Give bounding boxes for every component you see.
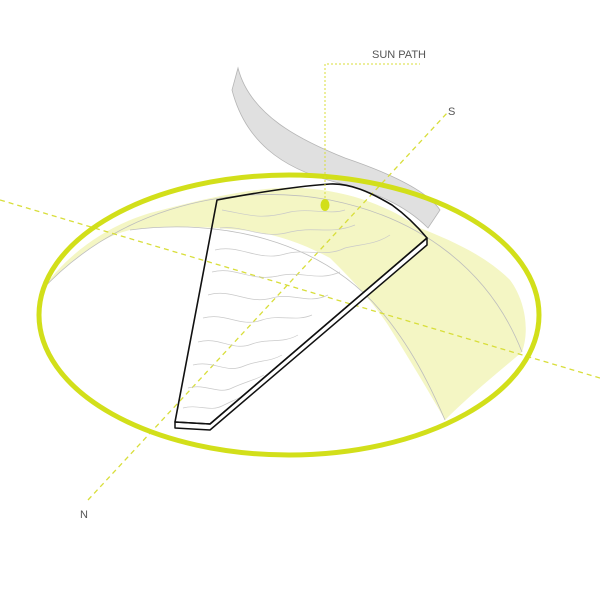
sun-path-leader: [324, 63, 420, 198]
sun-path-label: SUN PATH: [372, 49, 426, 61]
north-label: N: [80, 509, 88, 521]
sun-icon: [320, 199, 330, 211]
sun-path-ring: [36, 172, 542, 458]
south-label: S: [448, 106, 455, 118]
site-slab-top: [174, 183, 428, 425]
inner-arc-outer: [39, 194, 523, 353]
north-south-axis: [87, 111, 449, 501]
sun-path-band: [40, 187, 526, 420]
